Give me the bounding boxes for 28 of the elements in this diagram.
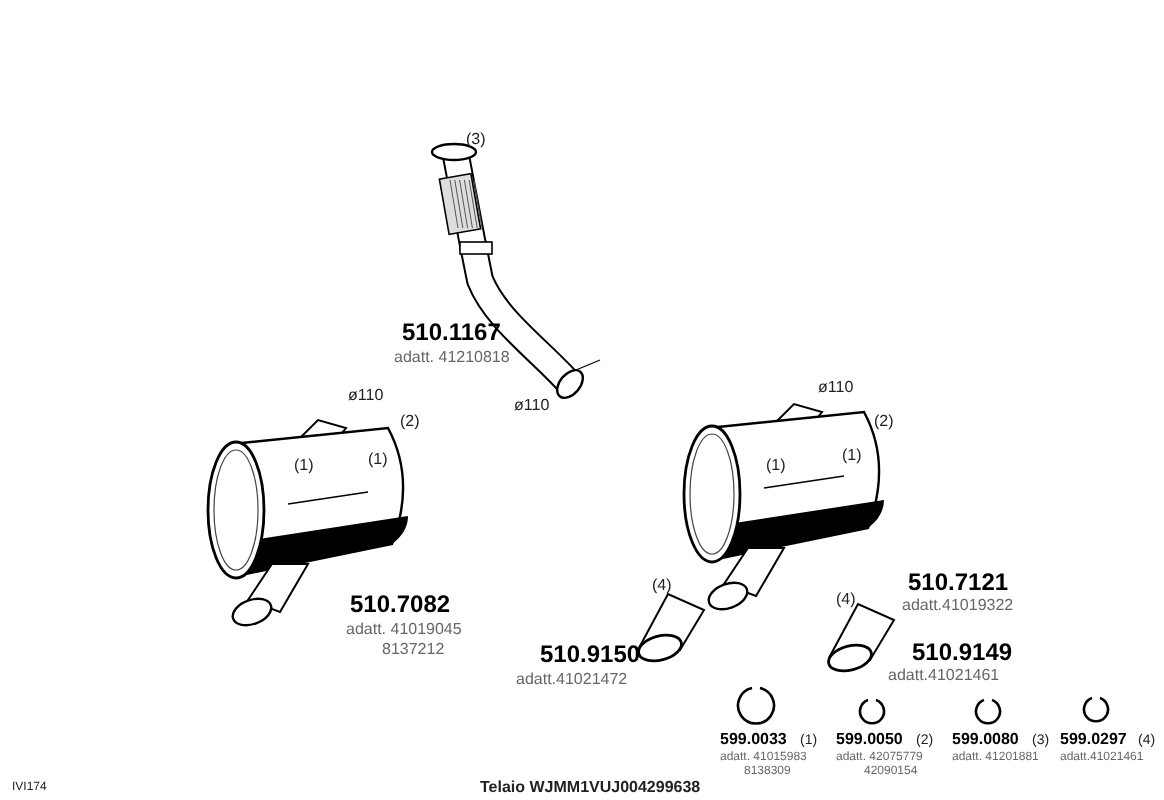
part-number: 599.0297 <box>1060 732 1127 748</box>
part-number: 510.9149 <box>912 640 1013 664</box>
callout-number: (4) <box>836 592 856 608</box>
reference-number: 8137212 <box>382 642 445 658</box>
callout-number: (1) <box>294 458 314 474</box>
part-number: 510.1167 <box>402 320 501 344</box>
diameter-label: ø110 <box>818 380 854 396</box>
reference-number: adatt. 41210818 <box>394 350 510 366</box>
part-number: 510.7121 <box>908 570 1009 594</box>
chassis-number: Telaio WJMM1VUJ004299638 <box>480 780 701 796</box>
part-number: 599.0033 <box>720 732 787 748</box>
part-number: 510.9150 <box>540 642 641 666</box>
callout-number: (3) <box>466 132 486 148</box>
reference-number: adatt.41021461 <box>888 668 1000 684</box>
part-number: 599.0050 <box>836 732 903 748</box>
callout-number: (2) <box>874 414 894 430</box>
reference-number: adatt.41019322 <box>902 598 1014 614</box>
callout-number: (1) <box>842 448 862 464</box>
reference-number: adatt.41021472 <box>516 672 628 688</box>
callout-number: (4) <box>652 578 672 594</box>
callout-number: (2) <box>400 414 420 430</box>
callout-number: (1) <box>766 458 786 474</box>
callout-number: (1) <box>368 452 388 468</box>
part-number: 599.0080 <box>952 732 1019 748</box>
diameter-label: ø110 <box>514 398 550 414</box>
diameter-label: ø110 <box>348 388 384 404</box>
reference-number: adatt. 41019045 <box>346 622 462 638</box>
part-number: 510.7082 <box>350 592 451 616</box>
